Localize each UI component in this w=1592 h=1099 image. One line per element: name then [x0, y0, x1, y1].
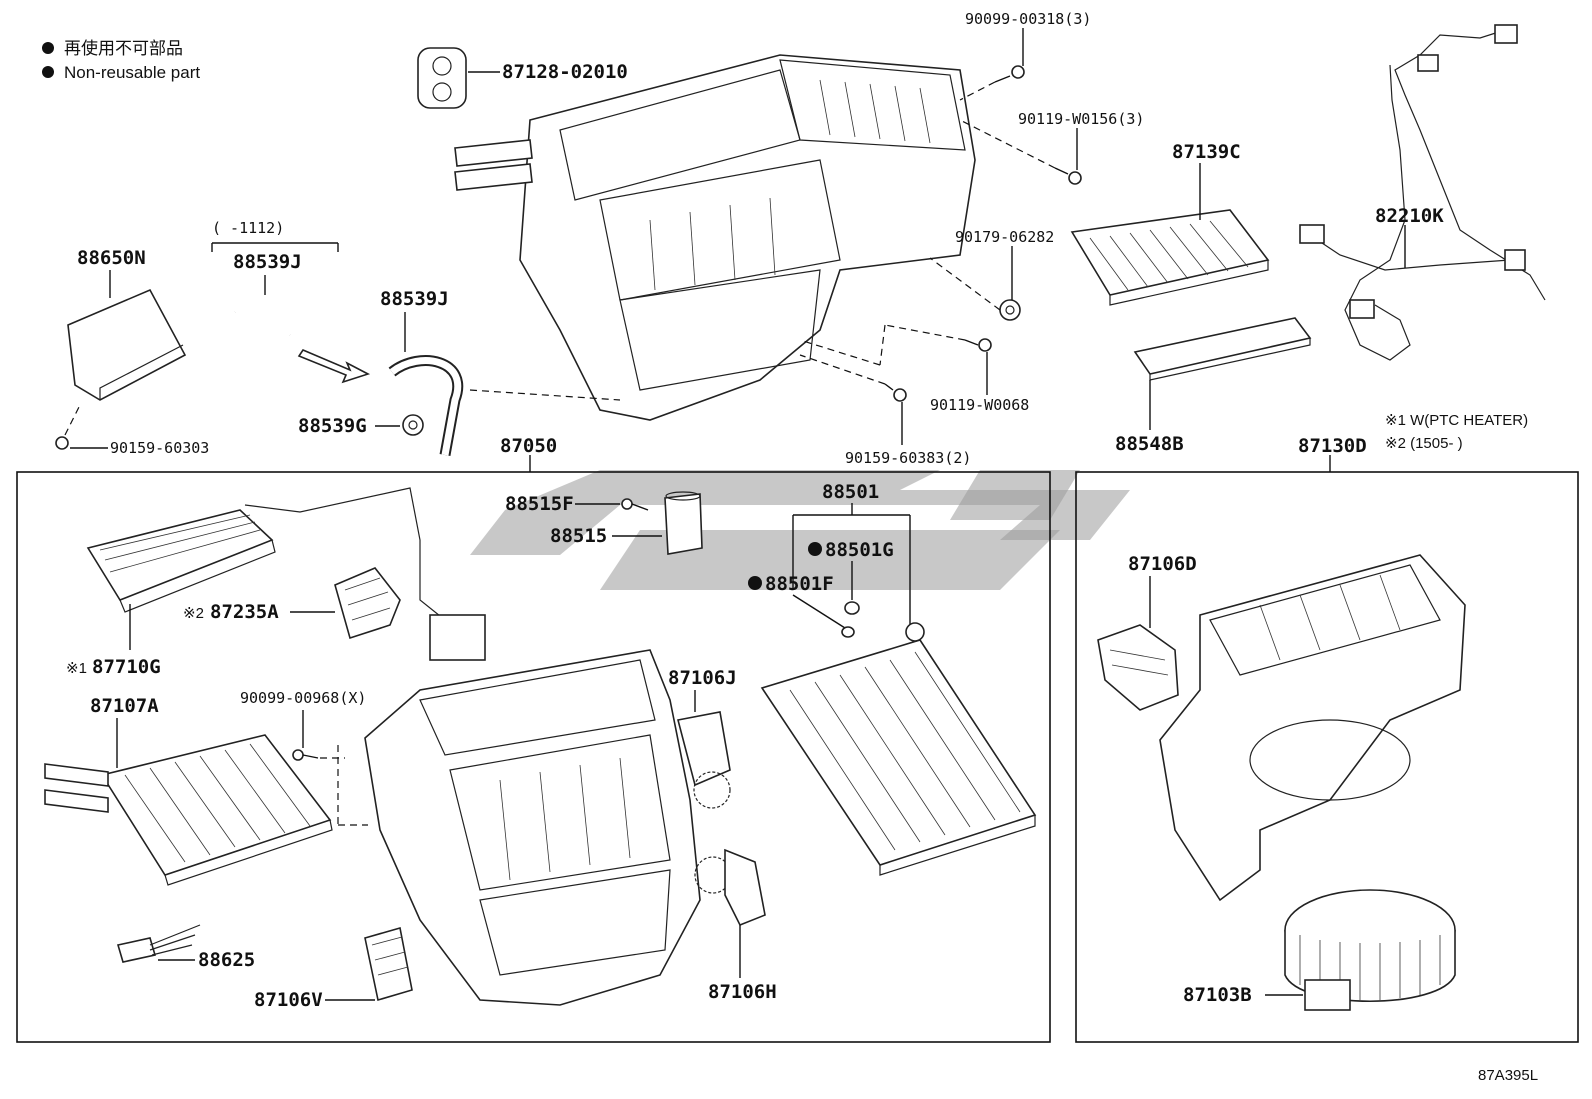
main-assembly-frame [16, 471, 1051, 1043]
label-90119-W0156: 90119-W0156(3) [1018, 110, 1144, 128]
label-87050: 87050 [500, 435, 557, 457]
o-ring-icon [841, 601, 860, 638]
blower-motor-87103B [1284, 889, 1456, 1011]
label-87106H: 87106H [708, 981, 777, 1003]
ecu-88650N [67, 288, 187, 401]
nonreusable-bullet-icon [808, 542, 822, 556]
label-90179-06282: 90179-06282 [955, 228, 1054, 246]
arrow-icon [297, 349, 371, 384]
label-88539G: 88539G [298, 415, 367, 437]
label-87710G-prefix: ※1 [66, 660, 87, 677]
relay-87235A [334, 567, 401, 640]
label-88515: 88515 [550, 525, 607, 547]
screw-icon [292, 749, 319, 761]
blower-assembly-frame [1075, 471, 1579, 1043]
label-90159-60383: 90159-60383(2) [845, 449, 971, 467]
label-range-1112: ( -1112) [212, 219, 284, 237]
label-90119-W0068: 90119-W0068 [930, 396, 1029, 414]
watermark-logo [470, 470, 1130, 590]
hose-88539J-old [232, 296, 315, 341]
nut-icon [999, 299, 1021, 321]
legend: 再使用不可部品 Non-reusable part [42, 38, 200, 82]
actuator-87106D [1097, 624, 1179, 711]
legend-en: Non-reusable part [64, 63, 200, 82]
hose-88539J-new [388, 355, 463, 456]
nonreusable-bullet-icon [42, 66, 54, 78]
grommet-88539G [402, 414, 424, 436]
hvac-unit-top [454, 54, 976, 421]
label-90099-00968: 90099-00968(X) [240, 689, 366, 707]
label-90099-00318: 90099-00318(3) [965, 10, 1091, 28]
diagram-id: 87A395L [1478, 1067, 1538, 1084]
note-range: ※2 (1505- ) [1385, 435, 1463, 452]
bolt-icon [621, 498, 649, 511]
label-87128-02010: 87128-02010 [502, 61, 628, 83]
screw-icon [1054, 167, 1082, 185]
label-87103B: 87103B [1183, 984, 1252, 1006]
expansion-valve-88515 [664, 491, 703, 555]
label-87139C: 87139C [1172, 141, 1241, 163]
legend-jp: 再使用不可部品 [64, 38, 183, 58]
actuator-87106V [364, 926, 413, 1002]
screw-icon [964, 338, 992, 352]
label-88650N: 88650N [77, 247, 146, 269]
wire-harness-82210K [1299, 24, 1546, 361]
label-87106J: 87106J [668, 667, 737, 689]
label-88515F: 88515F [505, 493, 574, 515]
label-88501G: 88501G [825, 539, 894, 561]
label-87130D: 87130D [1298, 435, 1367, 457]
label-87710G: 87710G [92, 656, 161, 678]
label-88625: 88625 [198, 949, 255, 971]
blower-case-87130D [1159, 554, 1466, 902]
actuator-87106H [694, 848, 766, 927]
screw-icon [994, 65, 1025, 83]
note-ptc-heater: ※1 W(PTC HEATER) [1385, 412, 1528, 429]
filter-frame-88548B [1133, 317, 1312, 381]
evaporator-88501 [760, 622, 1037, 876]
sensor-88625 [116, 924, 201, 963]
actuator-87106J [677, 711, 731, 809]
grommet-87128 [417, 47, 467, 109]
hvac-unit-main [364, 649, 701, 1006]
label-87235A-prefix: ※2 [183, 605, 204, 622]
label-82210K: 82210K [1375, 205, 1444, 227]
nonreusable-bullet-icon [42, 42, 54, 54]
label-87107A: 87107A [90, 695, 159, 717]
heater-core-87107A [44, 734, 333, 886]
label-88539J-old: 88539J [233, 251, 302, 273]
label-88539J-new: 88539J [380, 288, 449, 310]
label-88501: 88501 [822, 481, 879, 503]
label-87235A: 87235A [210, 601, 279, 623]
label-88501F: 88501F [765, 573, 834, 595]
air-filter-87139C [1070, 209, 1270, 306]
label-87106D: 87106D [1128, 553, 1197, 575]
ptc-heater-87710G [86, 487, 486, 661]
label-90159-60303: 90159-60303 [110, 439, 209, 457]
screw-icon [55, 436, 69, 450]
label-87106V: 87106V [254, 989, 323, 1011]
screw-icon [884, 383, 907, 402]
nonreusable-bullet-icon [748, 576, 762, 590]
label-88548B: 88548B [1115, 433, 1184, 455]
